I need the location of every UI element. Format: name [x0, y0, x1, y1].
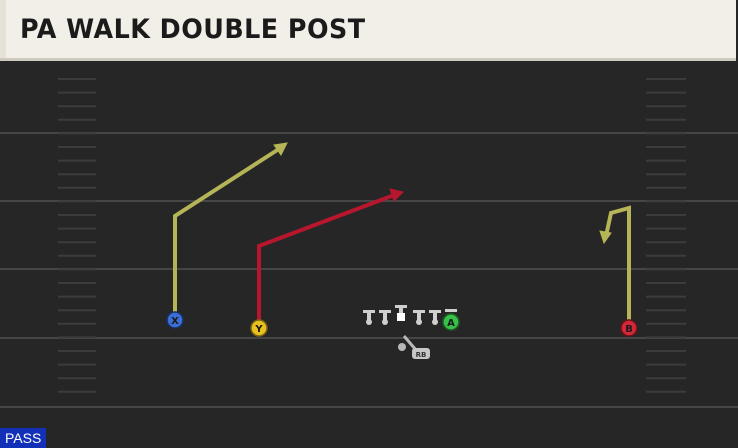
- player-x-label: X: [171, 316, 179, 327]
- rb-label: RB: [416, 351, 427, 359]
- route-y: [257, 188, 404, 322]
- play-title: PA WALK DOUBLE POST: [20, 14, 366, 45]
- player-x[interactable]: X: [166, 311, 184, 329]
- hash-marks-right: [646, 78, 686, 393]
- offensive-line: [363, 305, 457, 325]
- title-bar: PA WALK DOUBLE POST: [0, 0, 736, 61]
- route-b: [599, 205, 631, 322]
- player-b[interactable]: B: [620, 319, 638, 337]
- route-x-arrowhead: [273, 142, 288, 156]
- rb-play-action: RB: [398, 335, 430, 359]
- player-y-label: Y: [254, 324, 263, 335]
- lineman-rt: [429, 310, 441, 325]
- player-b-label: B: [625, 324, 633, 335]
- title-bar-accent: [0, 0, 6, 58]
- player-y[interactable]: Y: [250, 319, 268, 337]
- play-type-badge: PASS: [0, 428, 47, 448]
- hash-marks-left: [58, 78, 96, 393]
- tight-end-block: [445, 309, 457, 312]
- route-x: [173, 142, 288, 316]
- player-a[interactable]: A: [442, 313, 460, 331]
- route-y-arrowhead: [389, 188, 404, 202]
- lineman-center: [395, 305, 407, 321]
- player-a-label: A: [447, 318, 455, 329]
- yard-lines: [0, 132, 738, 408]
- lineman-lt: [363, 310, 375, 325]
- route-b-arrowhead: [599, 230, 612, 245]
- lineman-rg: [413, 310, 425, 325]
- lineman-lg: [379, 310, 391, 325]
